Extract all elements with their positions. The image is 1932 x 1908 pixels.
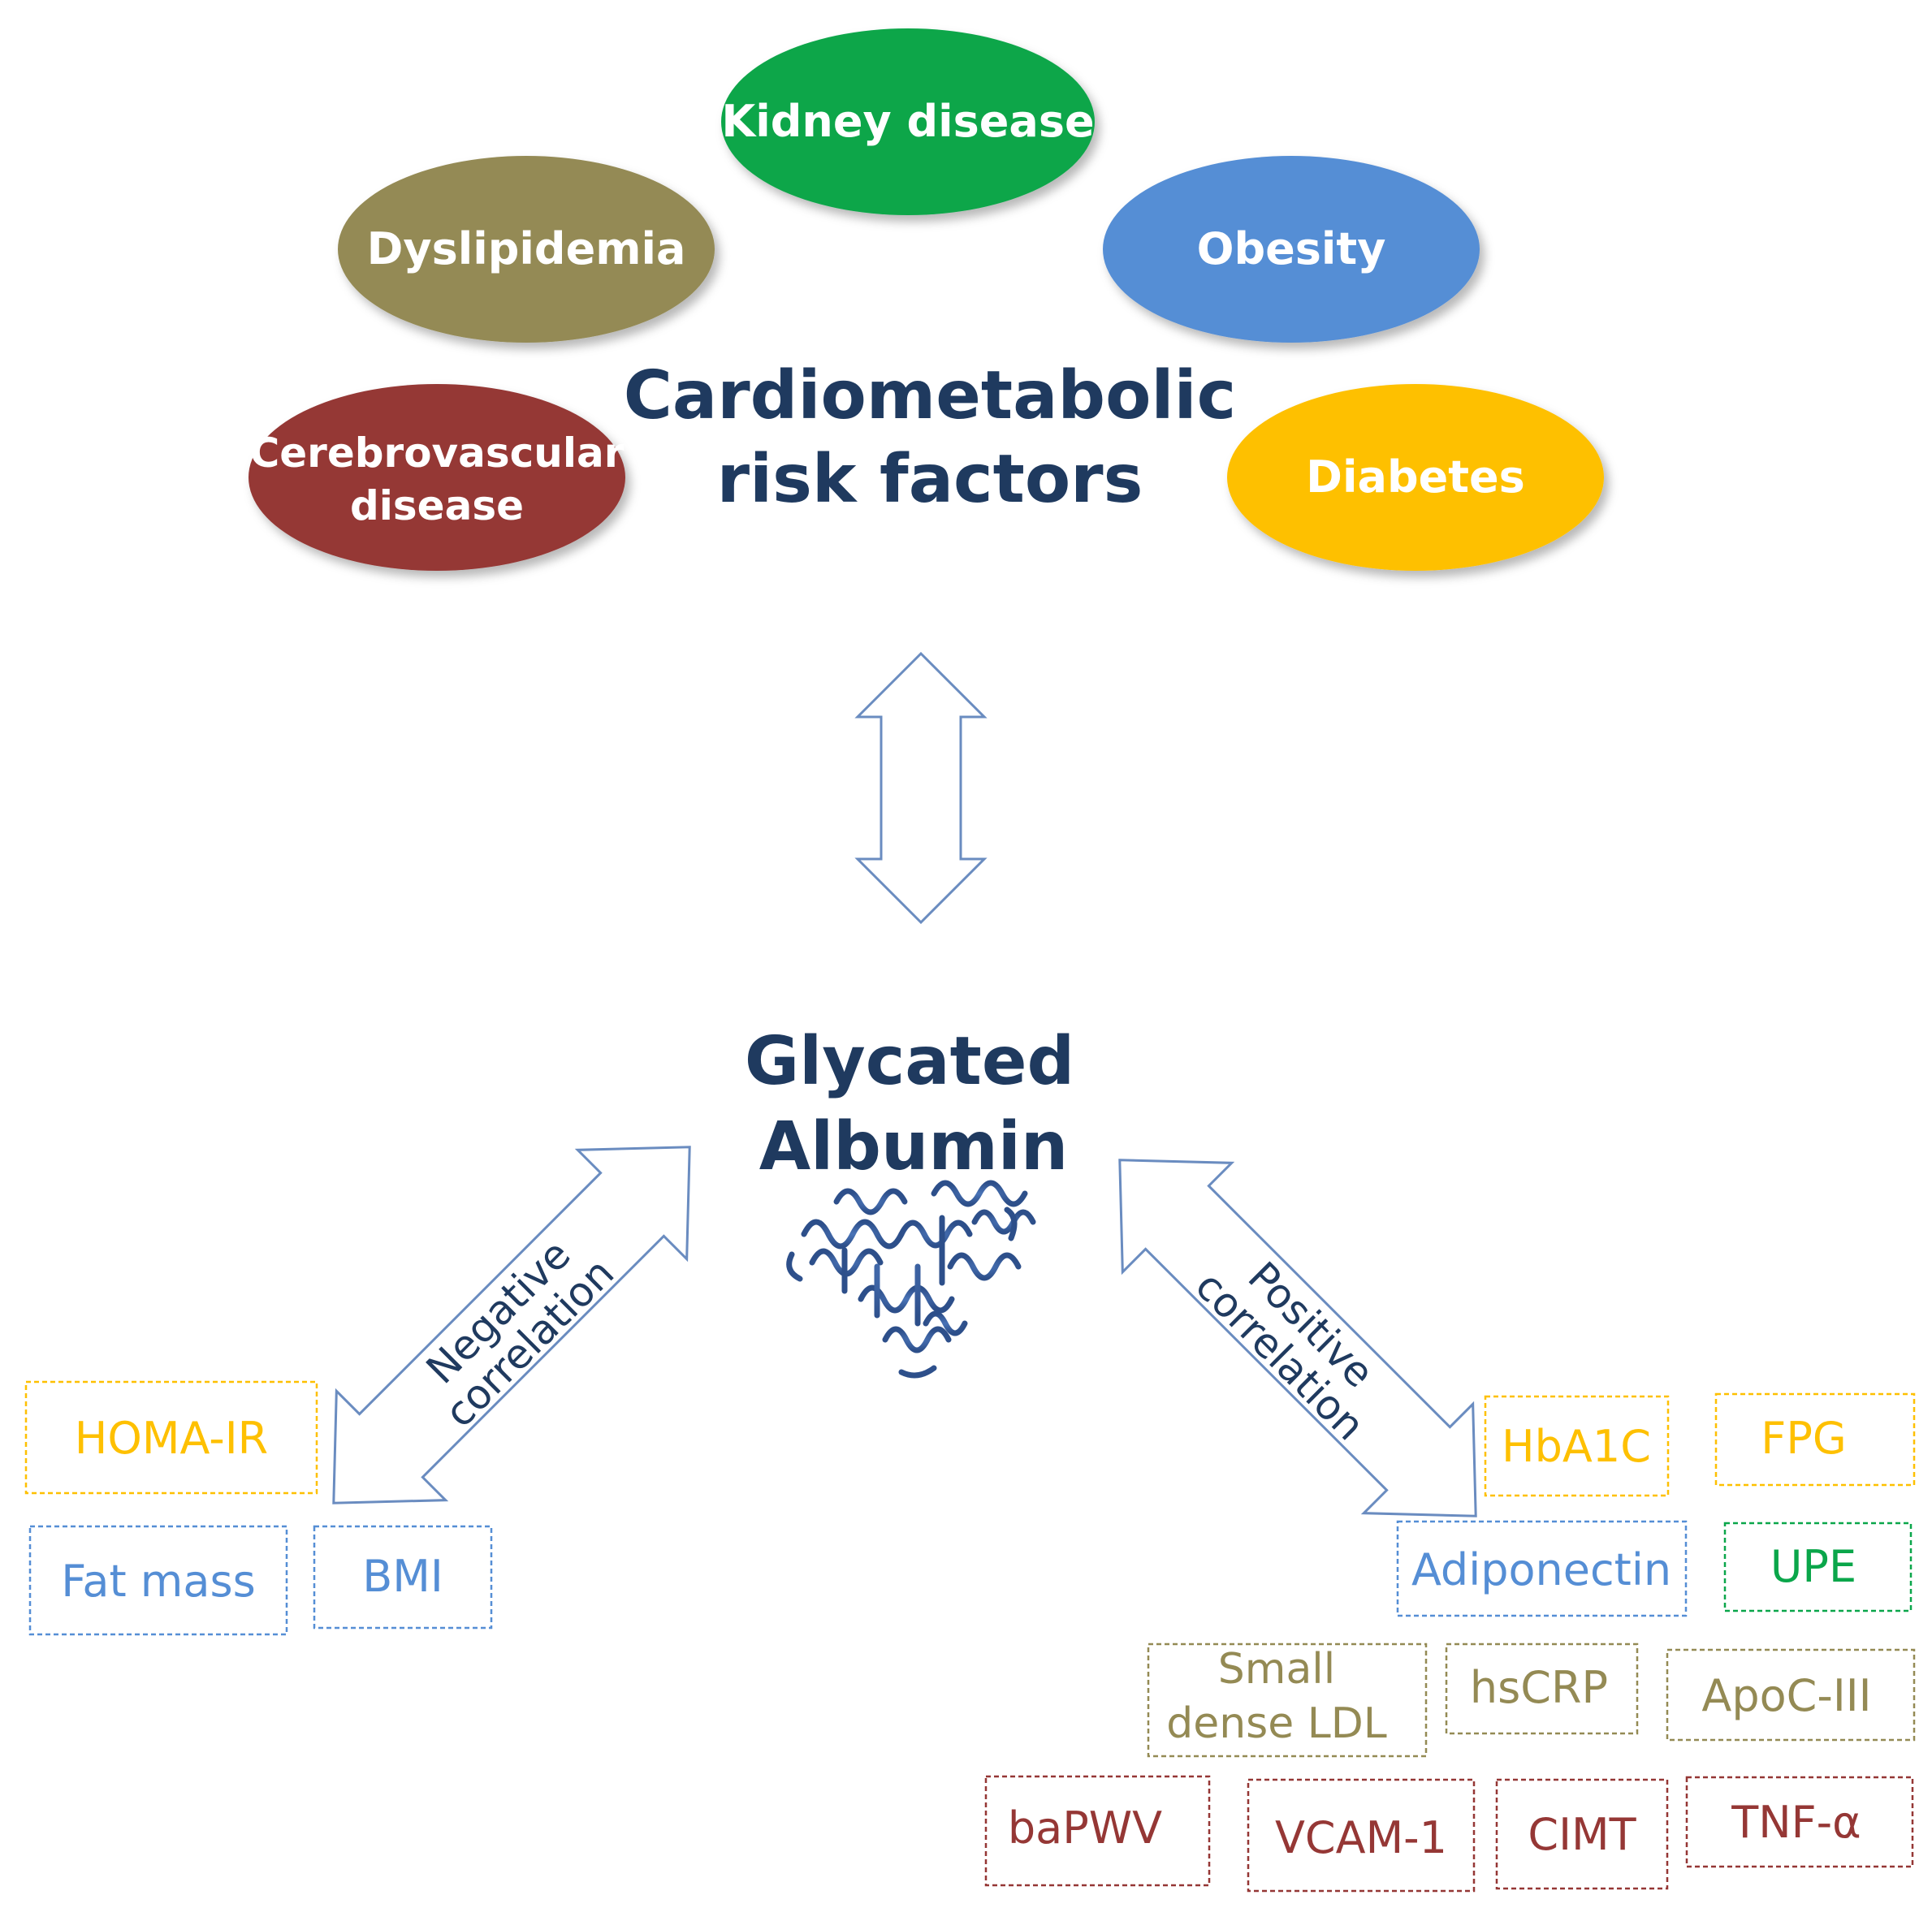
marker-box-homa-ir-border	[24, 1380, 318, 1495]
kidney-disease-label: Kidney disease	[721, 96, 1094, 147]
cardiometabolic-title-line1: Cardiometabolic	[624, 357, 1237, 434]
marker-box-tnf-alpha-border	[1685, 1776, 1914, 1868]
marker-cimt-label: CIMT	[1528, 1809, 1636, 1860]
marker-adiponectin-label: Adiponectin	[1411, 1544, 1671, 1595]
marker-box-bapwv: baPWV	[984, 1775, 1211, 1887]
marker-small-dense-ldl-label-line1: Small	[1218, 1645, 1335, 1694]
cerebrovascular-label-line1: Cerebrovascular	[250, 430, 625, 477]
obesity-node: Obesity	[1103, 156, 1480, 343]
marker-box-homa-ir: HOMA-IR	[24, 1380, 318, 1495]
marker-box-vcam-1-border	[1247, 1778, 1476, 1893]
marker-box-bapwv-border	[984, 1775, 1211, 1887]
positive-correlation-arrow-shape	[1118, 1159, 1477, 1517]
marker-fpg-label: FPG	[1761, 1413, 1846, 1464]
marker-box-fpg: FPG	[1714, 1392, 1916, 1487]
marker-box-apoc-iii: ApoC-III	[1666, 1648, 1916, 1742]
marker-box-fpg-border	[1714, 1392, 1916, 1487]
marker-box-apoc-iii-border	[1666, 1648, 1916, 1742]
dyslipidemia-node: Dyslipidemia	[338, 156, 715, 343]
cerebrovascular-disease-ellipse	[249, 384, 625, 571]
marker-hscrp-label: hsCRP	[1470, 1662, 1608, 1713]
marker-box-upe: UPE	[1723, 1522, 1913, 1612]
marker-box-adiponectin-border	[1396, 1520, 1688, 1617]
cerebrovascular-label-line2: disease	[350, 482, 524, 529]
kidney-disease-ellipse	[721, 28, 1095, 215]
marker-box-fat-mass-border	[28, 1525, 288, 1636]
marker-small-dense-ldl-label-line2: dense LDL	[1166, 1699, 1387, 1748]
kidney-disease-node: Kidney disease	[721, 28, 1095, 215]
marker-upe-label: UPE	[1770, 1541, 1856, 1592]
marker-box-small-dense-ldl: Small dense LDL	[1147, 1643, 1428, 1758]
cerebrovascular-disease-node: Cerebrovascular disease	[249, 384, 625, 571]
positive-correlation-arrow: Positive correlation	[1118, 1159, 1477, 1517]
marker-vcam-1-label: VCAM-1	[1275, 1812, 1447, 1863]
glycated-albumin-title-line2: Albumin	[759, 1108, 1069, 1185]
marker-apoc-iii-label: ApoC-III	[1701, 1670, 1871, 1721]
marker-box-hscrp-border	[1445, 1643, 1639, 1735]
marker-box-cimt-border	[1495, 1778, 1669, 1890]
marker-fat-mass-label: Fat mass	[61, 1556, 256, 1607]
cardiometabolic-title-line2: risk factors	[717, 441, 1143, 518]
glycated-albumin-title-line1: Glycated	[745, 1023, 1074, 1100]
marker-homa-ir-label: HOMA-IR	[75, 1413, 268, 1464]
diabetes-ellipse	[1227, 384, 1604, 571]
diabetes-node: Diabetes	[1227, 384, 1604, 571]
marker-box-hscrp: hsCRP	[1445, 1643, 1639, 1735]
marker-box-fat-mass: Fat mass	[28, 1525, 288, 1636]
obesity-ellipse	[1103, 156, 1480, 343]
negative-correlation-arrow-shape	[332, 1146, 691, 1504]
obesity-label: Obesity	[1197, 223, 1386, 274]
marker-box-adiponectin: Adiponectin	[1396, 1520, 1688, 1617]
marker-box-tnf-alpha: TNF-α	[1685, 1776, 1914, 1868]
marker-box-small-dense-ldl-border	[1147, 1643, 1428, 1758]
dyslipidemia-ellipse	[338, 156, 715, 343]
marker-bmi-label: BMI	[362, 1551, 443, 1602]
bidirectional-vertical-arrow	[854, 651, 988, 925]
marker-box-bmi: BMI	[313, 1525, 493, 1630]
marker-tnf-alpha-label: TNF-α	[1731, 1797, 1861, 1848]
marker-bapwv-label: baPWV	[1008, 1802, 1162, 1854]
marker-box-vcam-1: VCAM-1	[1247, 1778, 1476, 1893]
marker-box-upe-border	[1723, 1522, 1913, 1612]
negative-correlation-arrow: Negative correlation	[332, 1146, 691, 1504]
marker-box-hba1c: HbA1C	[1484, 1395, 1670, 1497]
marker-box-hba1c-border	[1484, 1395, 1670, 1497]
albumin-protein-structure-image	[786, 1180, 1036, 1379]
marker-box-cimt: CIMT	[1495, 1778, 1669, 1890]
marker-box-bmi-border	[313, 1525, 493, 1630]
dyslipidemia-label: Dyslipidemia	[367, 223, 686, 274]
diabetes-label: Diabetes	[1306, 451, 1525, 503]
marker-hba1c-label: HbA1C	[1502, 1421, 1651, 1472]
